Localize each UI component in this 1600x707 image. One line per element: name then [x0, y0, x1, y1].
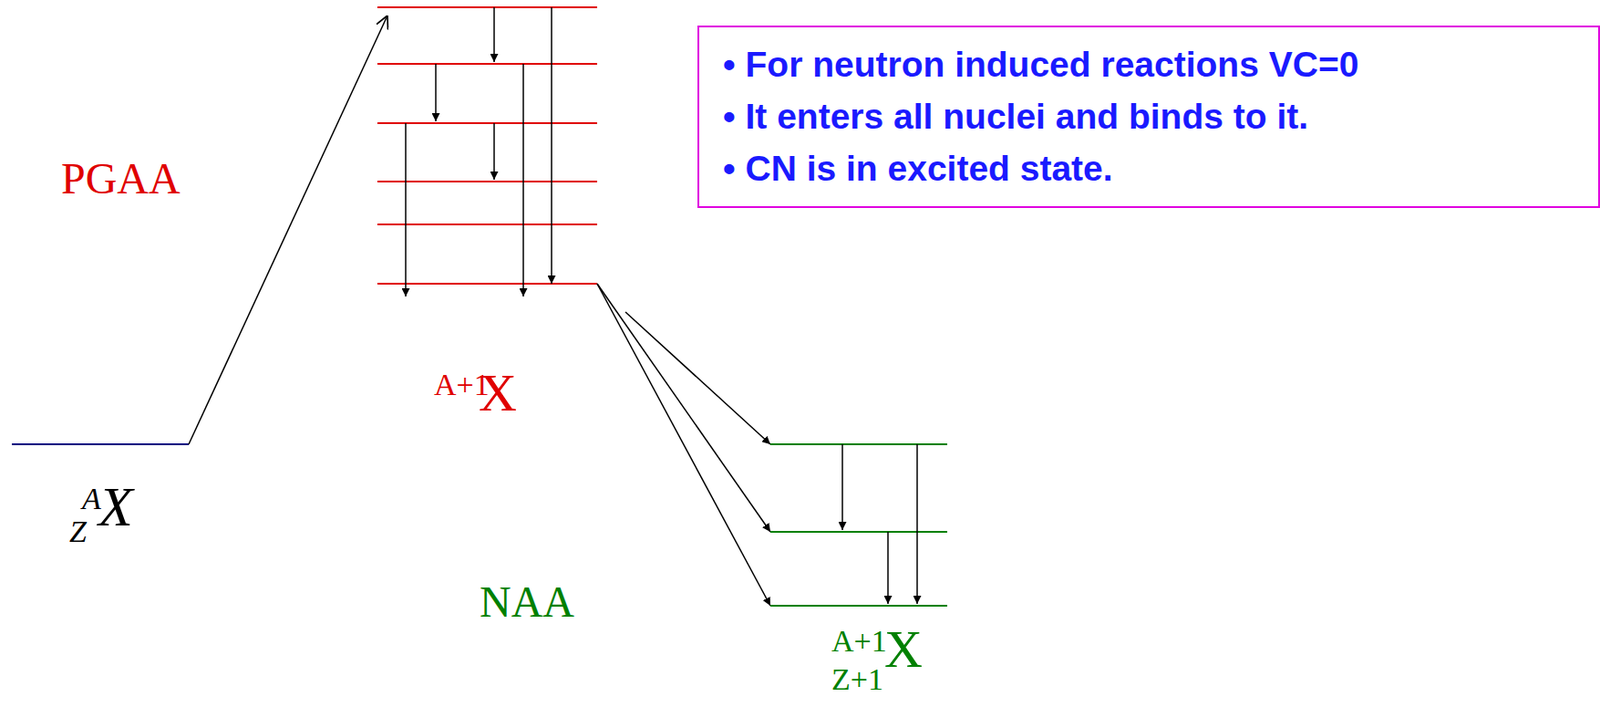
mass-number: A+1 — [831, 625, 888, 657]
bullet-text: • CN is in excited state. — [722, 147, 1588, 191]
section-label: PGAA — [61, 156, 181, 201]
atomic-number: Z+1 — [831, 663, 884, 695]
element-symbol: X — [884, 622, 923, 676]
bullet-text: • It enters all nuclei and binds to it. — [722, 95, 1588, 139]
note-box: • For neutron induced reactions VC=0 • It… — [697, 25, 1600, 208]
element-symbol: X — [478, 366, 517, 420]
bullet-text: • For neutron induced reactions VC=0 — [722, 43, 1588, 87]
element-symbol: X — [98, 477, 134, 535]
mass-number: A — [82, 483, 102, 515]
atomic-number: Z — [69, 516, 87, 548]
section-label: NAA — [479, 579, 575, 624]
